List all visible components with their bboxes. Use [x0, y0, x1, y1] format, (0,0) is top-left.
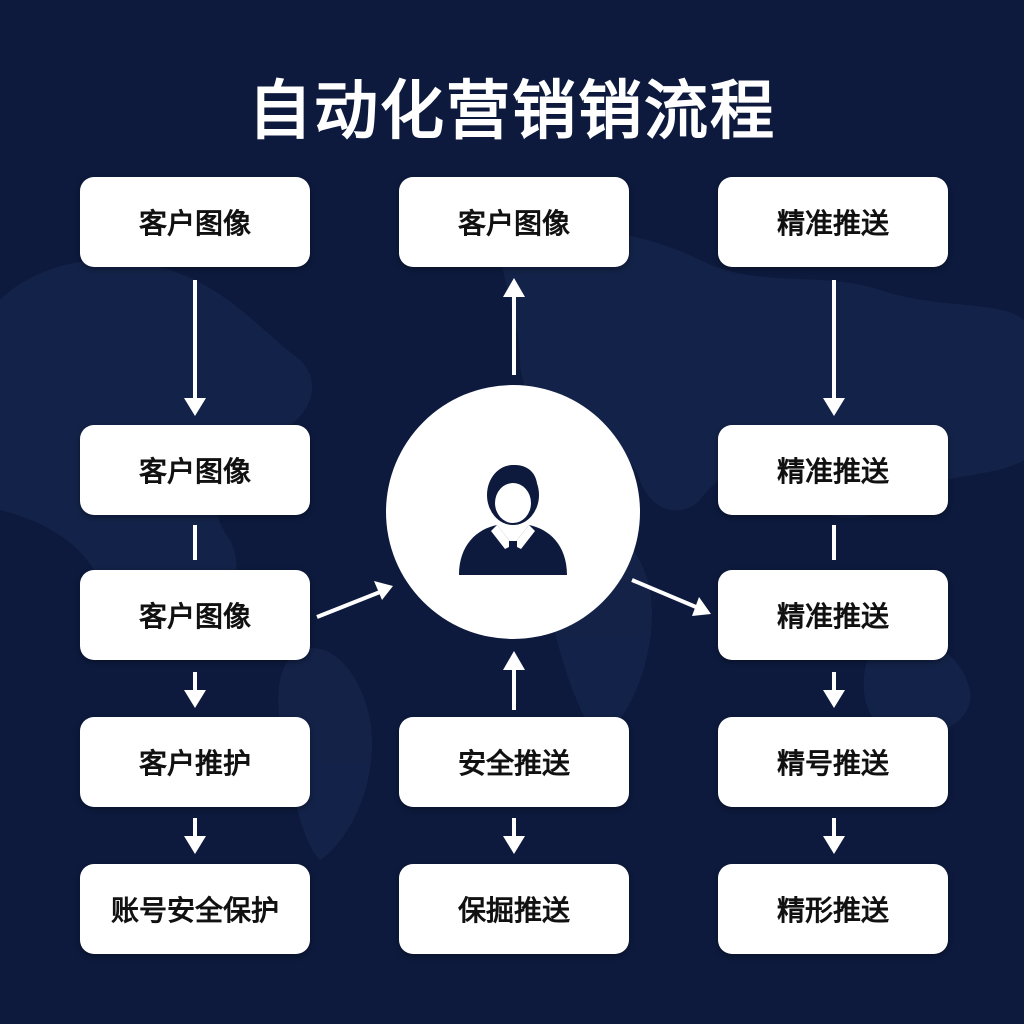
user-icon — [459, 465, 567, 575]
node-right-4: 精号推送 — [718, 717, 948, 807]
center-user-circle — [386, 385, 640, 639]
node-middle-5: 保掘推送 — [399, 864, 629, 954]
node-left-2: 客户图像 — [80, 425, 310, 515]
node-right-1: 精准推送 — [718, 177, 948, 267]
arrow-right-4-5 — [823, 818, 845, 854]
arrow-right-3-4 — [823, 672, 845, 708]
node-right-3: 精准推送 — [718, 570, 948, 660]
page-title: 自动化营销销流程 — [248, 75, 776, 149]
arrow-center-to-right — [631, 578, 711, 616]
node-middle-1: 客户图像 — [399, 177, 629, 267]
arrow-left-to-center — [316, 581, 393, 619]
node-right-5: 精形推送 — [718, 864, 948, 954]
node-middle-4: 安全推送 — [399, 717, 629, 807]
node-left-5: 账号安全保护 — [80, 864, 310, 954]
arrow-left-3-4 — [184, 672, 206, 708]
node-left-1: 客户图像 — [80, 177, 310, 267]
arrow-middle-4-to-center — [503, 651, 525, 710]
arrow-left-4-5 — [184, 818, 206, 854]
arrow-middle-4-5 — [503, 818, 525, 854]
arrow-center-to-middle-top — [503, 278, 525, 375]
node-right-2: 精准推送 — [718, 425, 948, 515]
arrow-right-1-2 — [823, 280, 845, 416]
arrow-left-1-2 — [184, 280, 206, 416]
node-left-3: 客户图像 — [80, 570, 310, 660]
node-left-4: 客户推护 — [80, 717, 310, 807]
